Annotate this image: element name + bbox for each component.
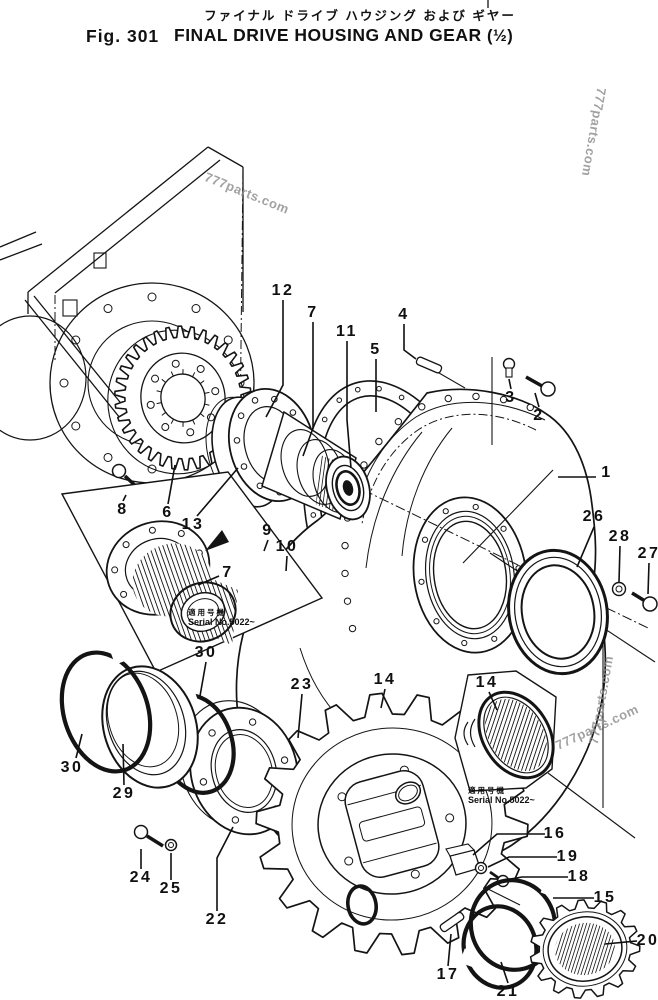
part-label-7-6: 7 (307, 304, 319, 321)
part-label-9-8: 9 (262, 522, 274, 539)
serial-note-jp: 適用号機 (188, 608, 226, 617)
nut-25 (164, 838, 178, 852)
part-label-17-17: 17 (436, 966, 460, 983)
seal-ring-26 (507, 548, 609, 676)
part-label-1-0: 1 (601, 464, 613, 481)
part-label-18-18: 18 (567, 868, 591, 885)
part-label-10-9: 10 (275, 538, 299, 555)
part-label-13-12: 13 (181, 516, 205, 533)
part-label-19-19: 19 (556, 848, 580, 865)
sprocket (255, 692, 529, 956)
inset-box-hub (60, 471, 324, 673)
part-label-22-22: 22 (205, 911, 229, 928)
serial-note-jp: 適用号機 (468, 786, 506, 795)
title-text: FINAL DRIVE HOUSING AND GEAR (174, 25, 482, 45)
part-label-8-7: 8 (117, 501, 129, 518)
washer-19 (474, 861, 488, 875)
part-label-5-4: 5 (370, 341, 382, 358)
part-label-24-24: 24 (129, 869, 153, 886)
part-label-25-25: 25 (159, 880, 183, 897)
bolt-24 (133, 824, 164, 848)
part-label-12-11: 12 (271, 282, 295, 299)
part-label-29-29: 29 (112, 785, 136, 802)
part-label-11-10: 11 (336, 323, 358, 340)
bolt-27 (631, 591, 658, 612)
part-label-6-5: 6 (162, 504, 174, 521)
part-label-21-21: 21 (496, 983, 520, 1000)
part-label-14-14: 14 (475, 674, 499, 691)
part-label-14-13: 14 (373, 671, 397, 688)
serial-note-en: Serial No.5022~ (188, 617, 255, 628)
figure-number: Fig. 301 (86, 26, 160, 46)
part-label-16-16: 16 (543, 825, 567, 842)
part-label-4-3: 4 (398, 306, 410, 323)
part-label-27-27: 27 (637, 545, 658, 562)
lock-ring-20 (529, 899, 641, 999)
snap-ring-15 (468, 878, 558, 972)
inset-box-sprocket (454, 670, 560, 792)
part-label-26-26: 26 (582, 508, 606, 525)
pin-17 (439, 911, 465, 933)
title-fraction: (½) (487, 27, 514, 45)
pin-4 (415, 356, 443, 374)
block-16 (445, 843, 481, 876)
snap-ring-30a (59, 646, 153, 774)
serial-note-en: Serial No.5022~ (468, 795, 535, 806)
part-label-2-1: 2 (533, 407, 545, 424)
part-label-15-15: 15 (593, 889, 617, 906)
part-label-30-30: 30 (194, 644, 218, 661)
page-title: FINAL DRIVE HOUSING AND GEAR (½) (174, 25, 513, 46)
inset-arrow-icon (205, 530, 229, 551)
part-label-20-20: 20 (636, 932, 658, 949)
part-label-28-28: 28 (608, 528, 632, 545)
part-label-7-32: 7 (222, 564, 234, 581)
machine-frame (0, 0, 489, 433)
part-label-23-23: 23 (290, 676, 314, 693)
hub-shaft-assembly (205, 387, 371, 521)
part-label-3-2: 3 (505, 389, 517, 406)
washer-28 (611, 581, 627, 597)
top-fasteners (415, 356, 556, 397)
title-japanese: ファイナル ドライブ ハウジング および ギヤー (204, 9, 516, 23)
snap-ring-21 (459, 904, 539, 990)
part-label-30-31: 30 (60, 759, 84, 776)
